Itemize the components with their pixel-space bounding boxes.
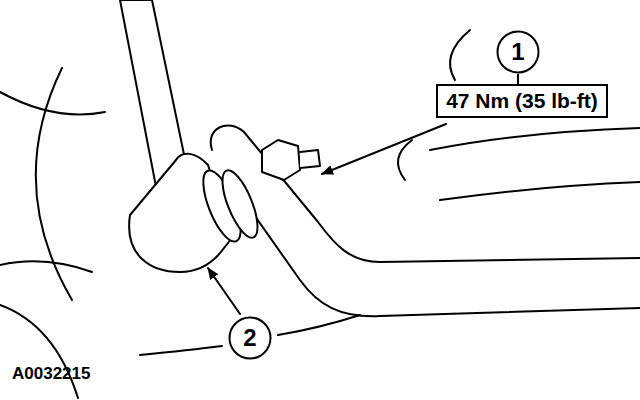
leader-line — [322, 124, 446, 174]
body-outline — [278, 315, 360, 335]
body-outline — [450, 30, 470, 80]
callout-circle: 2 — [228, 316, 272, 360]
callout-number: 1 — [511, 38, 524, 66]
callout-connector — [517, 74, 519, 84]
callout-number: 2 — [243, 324, 256, 352]
body-outline — [0, 305, 78, 398]
leader-line — [208, 268, 240, 314]
body-outline — [430, 128, 640, 150]
body-outline — [140, 346, 222, 355]
washer — [215, 166, 264, 242]
callout-circle: 1 — [496, 30, 540, 74]
body-outline — [0, 92, 105, 115]
bolt-end — [300, 150, 320, 168]
figure-number: A0032215 — [12, 364, 90, 384]
stabilizer-bar — [211, 126, 640, 262]
body-outline — [440, 182, 640, 200]
torque-value: 47 Nm (35 lb-ft) — [446, 89, 598, 113]
body-outline — [0, 261, 92, 272]
body-outline — [398, 140, 412, 180]
torque-box: 47 Nm (35 lb-ft) — [436, 84, 608, 118]
stabilizer-bar — [228, 178, 640, 316]
nut — [262, 140, 300, 180]
